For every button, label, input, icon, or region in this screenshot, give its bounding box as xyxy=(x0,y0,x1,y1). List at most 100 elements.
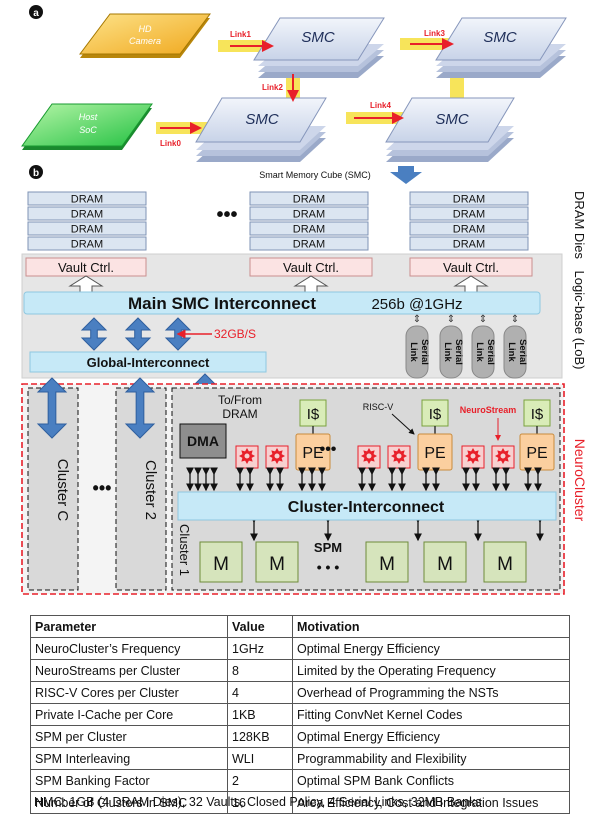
motivation-cell: Area Efficiency, Cost and Integration Is… xyxy=(292,791,570,814)
hd-camera-line1: HD xyxy=(139,24,152,34)
to-from-dram-line2: DRAM xyxy=(222,407,257,421)
value-cell: 1KB xyxy=(227,703,293,726)
smc-stack-bottom-right: SMC xyxy=(385,97,515,162)
dma-block xyxy=(179,423,227,459)
dram-layer xyxy=(409,236,529,251)
hd-camera-block: HD Camera xyxy=(79,13,211,58)
motivation-cell: Optimal Energy Efficiency xyxy=(292,637,570,660)
spm-bank-label: M xyxy=(269,554,285,575)
neurocluster-label: NeuroCluster xyxy=(572,439,588,522)
dram-dies-label: DRAM Dies xyxy=(572,191,587,259)
motivation-cell: Optimal SPM Bank Conflicts xyxy=(292,769,570,792)
dram-label: DRAM xyxy=(453,194,485,206)
dma-label: DMA xyxy=(187,433,219,449)
panel-a-marker xyxy=(29,5,43,19)
dram-label: DRAM xyxy=(293,239,325,251)
pe-label: PE xyxy=(302,445,323,462)
vault-ctrl-label: Vault Ctrl. xyxy=(58,260,114,275)
link2-label: Link2 xyxy=(262,83,283,92)
smc-stack-top-left: SMC xyxy=(253,17,385,78)
parameter-cell: RISC-V Cores per Cluster xyxy=(30,681,228,704)
icache-label: I$ xyxy=(307,406,320,423)
serial-links: ⇕SerialLink⇕SerialLink⇕SerialLink⇕Serial… xyxy=(405,314,528,379)
dram-layer xyxy=(409,206,529,221)
neurostream-gear-hole xyxy=(396,453,402,459)
serial-link-pill xyxy=(471,325,495,379)
neurostream-gear-hole xyxy=(244,453,250,459)
spm-bank-label: M xyxy=(497,554,513,575)
dram-label: DRAM xyxy=(453,239,485,251)
motivation-cell: Limited by the Operating Frequency xyxy=(292,659,570,682)
panel-a: a HD Camera Host SoC SMC xyxy=(21,5,567,184)
dram-label: DRAM xyxy=(71,224,103,236)
icache-label: I$ xyxy=(531,406,544,423)
host-soc-line2: SoC xyxy=(79,125,97,135)
value-cell: 1GHz xyxy=(227,637,293,660)
pe-label: PE xyxy=(424,445,445,462)
vault-up-arrow xyxy=(68,275,104,293)
motivation-cell: Programmability and Flexibility xyxy=(292,747,570,770)
dram-layer xyxy=(249,191,369,206)
spm-bank xyxy=(199,541,243,583)
serial-label: Serial xyxy=(453,339,464,365)
value-cell: 4 xyxy=(227,681,293,704)
dram-label: DRAM xyxy=(453,209,485,221)
serial-link-connector: ⇕ xyxy=(511,314,519,325)
cluster-small-arrows xyxy=(186,467,544,542)
header-parameter: Parameter xyxy=(30,615,228,638)
link-label: Link xyxy=(506,342,517,362)
neurostreams xyxy=(235,445,515,469)
link1-label: Link1 xyxy=(230,30,251,39)
parameter-cell: SPM Banking Factor xyxy=(30,769,228,792)
motivation-cell: Overhead of Programming the NSTs xyxy=(292,681,570,704)
header-value: Value xyxy=(227,615,293,638)
dram-ellipsis: ••• xyxy=(216,204,237,226)
parameter-cell: NeuroStreams per Cluster xyxy=(30,659,228,682)
serial-link-connector: ⇕ xyxy=(447,314,455,325)
main-interconnect-label: Main SMC Interconnect xyxy=(128,294,316,313)
cluster-ellipsis: ••• xyxy=(93,478,112,498)
host-soc-block: Host SoC xyxy=(21,103,153,150)
parameter-cell: SPM per Cluster xyxy=(30,725,228,748)
serial-link-connector: ⇕ xyxy=(413,314,421,325)
spm-bank-label: M xyxy=(437,554,453,575)
spm-bank xyxy=(483,541,527,583)
pe-ellipsis: ••• xyxy=(320,441,337,458)
dram-label: DRAM xyxy=(293,209,325,221)
vault-ctrl-label: Vault Ctrl. xyxy=(283,260,339,275)
spm-label: SPM xyxy=(314,540,342,555)
dram-label: DRAM xyxy=(293,194,325,206)
bandwidth-label: 32GB/S xyxy=(214,327,256,341)
neurostream-gear-hole xyxy=(470,453,476,459)
to-from-dram-line1: To/From xyxy=(218,393,262,407)
parameter-cell: NeuroCluster’s Frequency xyxy=(30,637,228,660)
motivation-cell: Optimal Energy Efficiency xyxy=(292,725,570,748)
dram-layer xyxy=(27,206,147,221)
icache-box xyxy=(421,399,449,427)
dram-layer xyxy=(27,236,147,251)
spm-bank xyxy=(255,541,299,583)
serial-link-pill xyxy=(405,325,429,379)
link3-label: Link3 xyxy=(424,29,445,38)
panel-b-marker xyxy=(29,165,43,179)
main-smc-interconnect xyxy=(23,291,541,315)
serial-label: Serial xyxy=(485,339,496,365)
pe-label: PE xyxy=(526,445,547,462)
motivation-cell: Fitting ConvNet Kernel Codes xyxy=(292,703,570,726)
dram-label: DRAM xyxy=(71,239,103,251)
serial-link-pill xyxy=(503,325,527,379)
cluster-c-label: Cluster C xyxy=(54,459,71,522)
dram-label: DRAM xyxy=(293,224,325,236)
neurostream-label: NeuroStream xyxy=(460,405,517,415)
logic-base-label: Logic-base (LoB) xyxy=(572,271,587,370)
blue-double-arrow xyxy=(36,377,68,439)
smc-top-right-label: SMC xyxy=(483,29,517,46)
dram-layer xyxy=(249,221,369,236)
value-cell: WLI xyxy=(227,747,293,770)
hmc-footnote: HMC: 1GB (4 DRAM Dies), 32 Vaults, Close… xyxy=(34,795,482,809)
